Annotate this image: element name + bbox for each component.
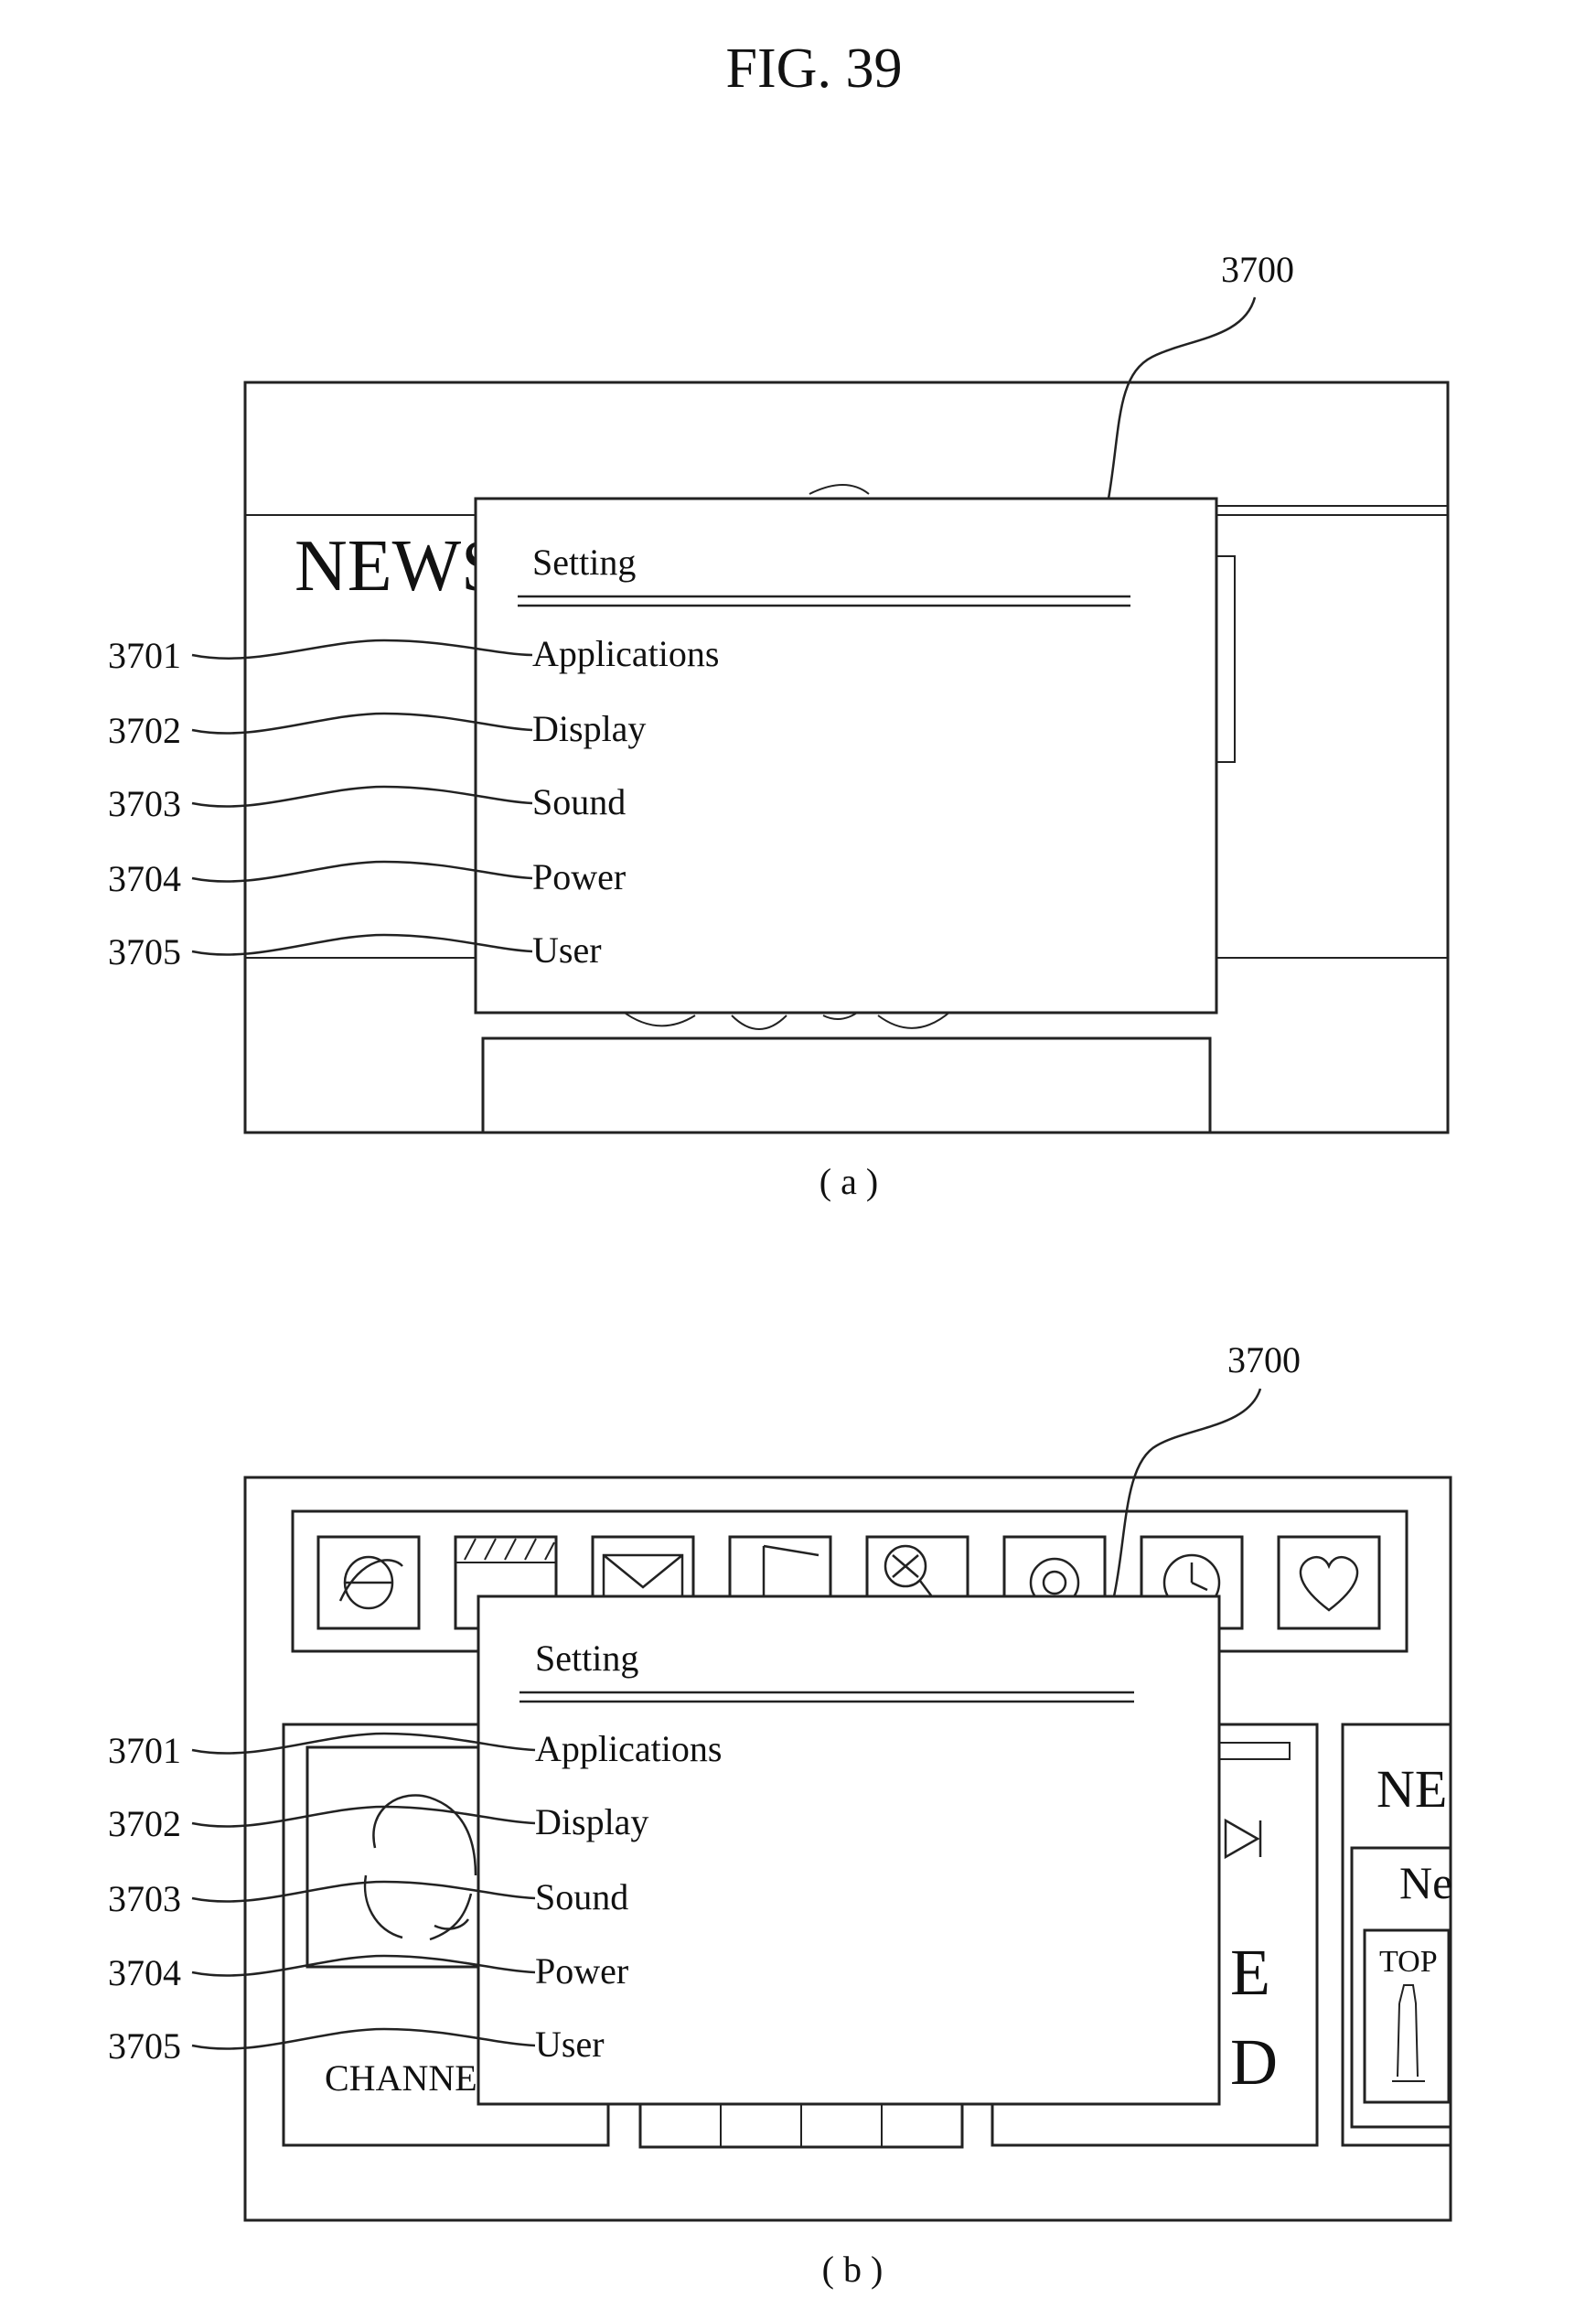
- channel-label: CHANNE: [325, 2057, 477, 2099]
- menu-item-power[interactable]: Power: [535, 1950, 628, 1992]
- setting-menu-title: Setting: [532, 542, 636, 583]
- browser-icon[interactable]: [318, 1537, 419, 1628]
- menu-item-display[interactable]: Display: [535, 1801, 648, 1842]
- background-caption-box: [483, 1038, 1210, 1133]
- ref-3702: 3702: [108, 710, 181, 751]
- menu-item-user[interactable]: User: [535, 2024, 605, 2065]
- news-tile-title: NE: [1376, 1759, 1447, 1819]
- menu-item-sound[interactable]: Sound: [535, 1876, 628, 1917]
- ref-3704: 3704: [108, 858, 181, 899]
- setting-menu-title: Setting: [535, 1638, 638, 1679]
- ref-3705: 3705: [108, 931, 181, 972]
- ref-3701: 3701: [108, 1730, 181, 1771]
- heart-icon[interactable]: [1279, 1537, 1379, 1628]
- ref-3703: 3703: [108, 783, 181, 824]
- ref-3705: 3705: [108, 2025, 181, 2067]
- media-tile-letter-e: E: [1230, 1936, 1270, 2009]
- ref-3703: 3703: [108, 1878, 181, 1919]
- ref-3701: 3701: [108, 635, 181, 676]
- menu-item-user[interactable]: User: [532, 929, 602, 971]
- news-tile-subtitle: Ne: [1399, 1857, 1452, 1908]
- news-background-text: NEWS: [295, 526, 502, 607]
- menu-item-power[interactable]: Power: [532, 856, 626, 897]
- news-tile-top-label: TOP: [1379, 1945, 1438, 1979]
- channel-thumbnail: [307, 1747, 499, 1967]
- menu-item-display[interactable]: Display: [532, 708, 646, 749]
- figure-title: FIG. 39: [726, 38, 903, 100]
- caption-b: ( b ): [822, 2249, 884, 2290]
- ref-3700-b: 3700: [1227, 1339, 1301, 1380]
- ref-3704: 3704: [108, 1952, 181, 1993]
- ref-3700-a: 3700: [1221, 249, 1294, 290]
- menu-item-applications[interactable]: Applications: [532, 633, 719, 674]
- panel-a: NEWS Setting Applications Display Sound …: [108, 249, 1448, 1202]
- media-tile-letter-d: D: [1230, 2025, 1278, 2099]
- panel-b: CHANNE E D NE Ne TOP Setting Application…: [108, 1339, 1452, 2290]
- menu-item-sound[interactable]: Sound: [532, 781, 626, 822]
- ref-3702: 3702: [108, 1803, 181, 1844]
- caption-a: ( a ): [819, 1161, 878, 1202]
- menu-item-applications[interactable]: Applications: [535, 1728, 722, 1769]
